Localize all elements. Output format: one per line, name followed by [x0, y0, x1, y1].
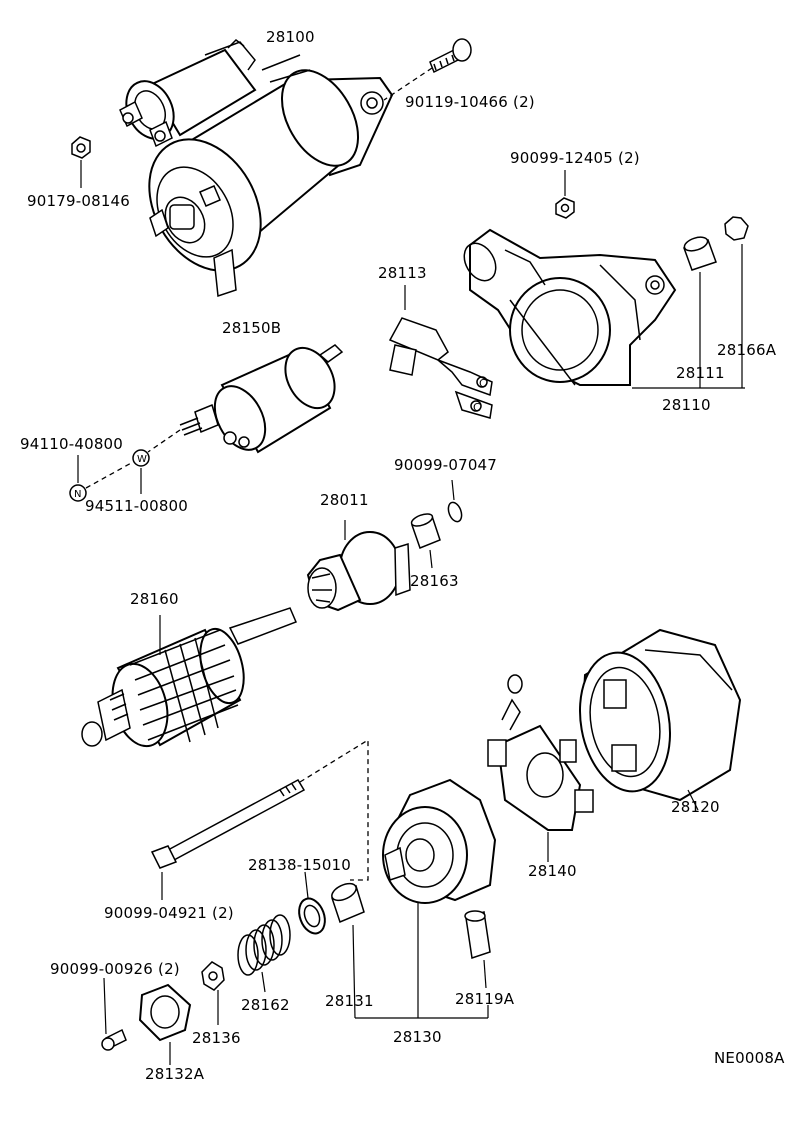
- label-28166a: 28166A: [717, 341, 777, 359]
- label-90119-10466: 90119-10466 (2): [405, 93, 535, 111]
- label-90099-07047: 90099-07047: [394, 456, 497, 474]
- clip-marker-c1: C: [479, 377, 487, 390]
- label-28120: 28120: [671, 798, 720, 816]
- through-bolt-90099-04921-icon: [150, 738, 369, 900]
- washer-marker-w: W: [137, 454, 147, 465]
- label-90179-08146: 90179-08146: [27, 192, 130, 210]
- label-28160: 28160: [130, 590, 179, 608]
- diagram-code: NE0008A: [714, 1049, 785, 1067]
- plug-28119a-icon: [464, 910, 491, 1018]
- nut-90179-icon: [71, 136, 91, 188]
- snap-ring-90099-07047-icon: [447, 479, 463, 523]
- label-28110: 28110: [662, 396, 711, 414]
- screw-90099-00926-icon: [101, 977, 127, 1051]
- washer-94511-icon: W: [132, 449, 150, 494]
- plug-28166a-icon: [724, 216, 749, 388]
- yoke-28120-icon: [578, 628, 742, 811]
- spring-28162-icon: [237, 914, 291, 993]
- bushing-28111-icon: [683, 236, 717, 388]
- nut-marker-n: N: [74, 489, 82, 500]
- ring-28138-icon: [298, 871, 326, 935]
- label-28163: 28163: [410, 572, 459, 590]
- starter-assembly: [119, 39, 394, 298]
- collar-28163-icon: [410, 513, 441, 569]
- armature-28160-icon: [81, 607, 297, 748]
- label-28113: 28113: [378, 264, 427, 282]
- nut-94110-icon: N: [69, 455, 134, 502]
- bolt-90119-icon: [383, 38, 472, 101]
- label-90099-04921: 90099-04921 (2): [104, 904, 234, 922]
- label-28140: 28140: [528, 862, 577, 880]
- clip-28136-icon: [201, 961, 225, 1025]
- label-28100: 28100: [266, 28, 315, 46]
- end-frame-28130-icon: [355, 778, 497, 1019]
- label-28130: 28130: [393, 1028, 442, 1046]
- label-90099-00926: 90099-00926 (2): [50, 960, 180, 978]
- label-28011: 28011: [320, 491, 369, 509]
- label-28138-15010: 28138-15010: [248, 856, 351, 874]
- label-90099-12405: 90099-12405 (2): [510, 149, 640, 167]
- label-28150b: 28150B: [222, 319, 281, 337]
- drive-housing: [463, 228, 745, 389]
- label-94511-00800: 94511-00800: [85, 497, 188, 515]
- label-28131: 28131: [325, 992, 374, 1010]
- nut-90099-12405-icon: [555, 170, 575, 219]
- cap-28132a-icon: [138, 983, 192, 1065]
- brush-holder-28140-icon: [487, 674, 594, 862]
- clip-marker-c2: C: [473, 401, 481, 414]
- clutch-28011-icon: [306, 520, 411, 612]
- label-94110-40800: 94110-40800: [20, 435, 123, 453]
- label-28136: 28136: [192, 1029, 241, 1047]
- lever-28113-icon: C C: [388, 285, 493, 419]
- label-28132a: 28132A: [145, 1065, 205, 1083]
- bushing-28131-icon: [331, 882, 365, 1019]
- label-28162: 28162: [241, 996, 290, 1014]
- label-28119a: 28119A: [455, 990, 515, 1008]
- label-28111: 28111: [676, 364, 725, 382]
- solenoid-switch: [147, 344, 344, 454]
